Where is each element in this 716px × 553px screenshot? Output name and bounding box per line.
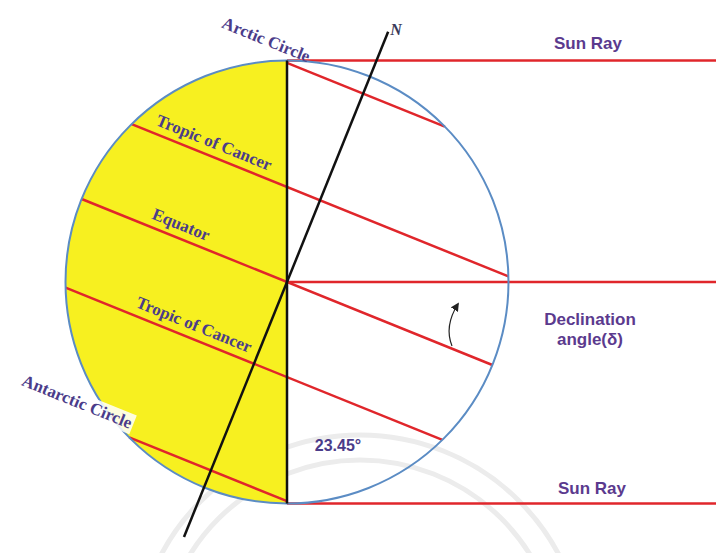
angle-value: 23.45°: [315, 437, 361, 455]
rotation-axis: [184, 32, 388, 537]
sun-ray-line: [287, 502, 716, 505]
angle-label: Declination angle(δ): [530, 310, 650, 349]
sun-ray-label: Sun Ray: [554, 34, 622, 54]
arctic-line: [287, 63, 445, 127]
shaded-half: [65, 61, 287, 504]
north-label: N: [390, 20, 402, 38]
angle-arrow: [449, 304, 458, 346]
sun-ray-label: Sun Ray: [558, 479, 626, 499]
sun-ray-line: [287, 59, 716, 62]
antarctic-line: [129, 437, 287, 501]
sun-ray-line: [287, 281, 716, 284]
latitude-label: Arctic Circle: [219, 14, 313, 67]
